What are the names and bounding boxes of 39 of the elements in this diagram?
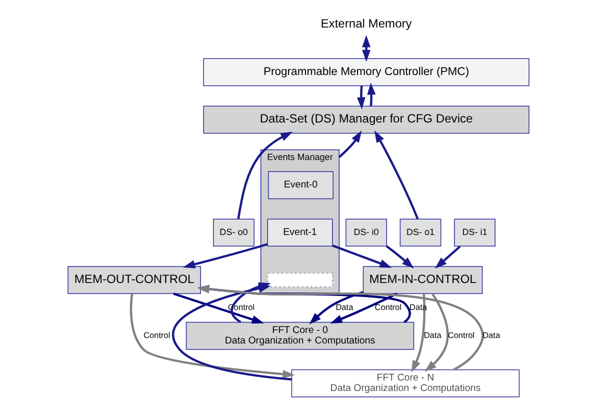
edge-label: Data bbox=[409, 303, 426, 312]
node-box: Event-0 bbox=[268, 171, 334, 200]
node-box: Programmable Memory Controller (PMC) bbox=[202, 58, 529, 86]
edge-label: Data bbox=[482, 330, 500, 340]
arrow bbox=[385, 245, 414, 268]
node-box: DS- i1 bbox=[454, 218, 495, 247]
arrow bbox=[366, 82, 376, 106]
arrow bbox=[338, 130, 362, 158]
edge-label: Control bbox=[143, 330, 170, 340]
arrow bbox=[332, 244, 392, 268]
node-box: DS- o1 bbox=[399, 218, 441, 247]
arrow bbox=[236, 132, 292, 219]
node-box: FFT Core - 0 Data Organization + Computations bbox=[185, 322, 414, 350]
node-box: Event-1 bbox=[266, 218, 332, 247]
node-box: MEM-IN-CONTROL bbox=[362, 266, 482, 294]
arrow bbox=[129, 294, 294, 378]
arrow bbox=[362, 35, 370, 62]
node-box: FFT Core - N Data Organization + Computations bbox=[290, 369, 520, 398]
node-box bbox=[266, 272, 332, 288]
arrow bbox=[374, 130, 418, 220]
arrow bbox=[182, 243, 268, 268]
edge-label: Control bbox=[374, 303, 401, 312]
edge-label: Control bbox=[447, 330, 474, 340]
node-box: DS- o0 bbox=[212, 218, 254, 247]
arrow bbox=[172, 292, 264, 324]
arrow bbox=[308, 291, 363, 324]
node-text: External Memory bbox=[320, 16, 412, 31]
node-box: MEM-OUT-CONTROL bbox=[67, 266, 200, 294]
node-box: Data-Set (DS) Manager for CFG Device bbox=[202, 106, 529, 134]
arrow bbox=[196, 284, 484, 371]
arrow bbox=[424, 293, 448, 372]
edge-label: Data bbox=[335, 303, 353, 312]
arrow bbox=[330, 292, 397, 324]
arrow bbox=[356, 86, 365, 110]
arrow bbox=[410, 294, 425, 372]
arrow bbox=[172, 284, 292, 380]
edge-label: Data bbox=[423, 330, 441, 340]
arrow bbox=[434, 246, 460, 269]
node-box: DS- i0 bbox=[345, 218, 386, 247]
